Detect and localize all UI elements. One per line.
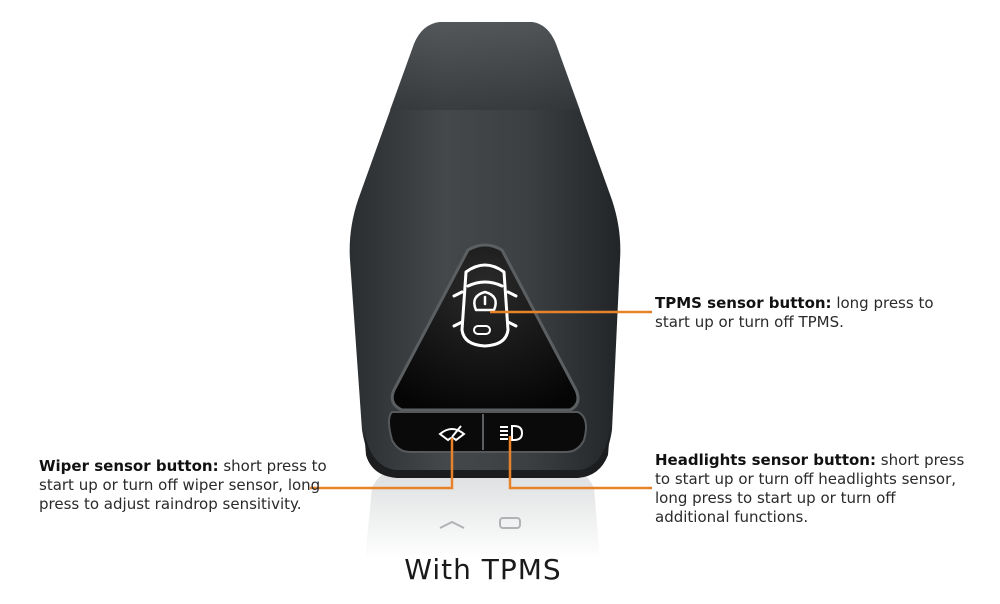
headlight-button[interactable] bbox=[500, 425, 524, 441]
tpms-button[interactable] bbox=[452, 263, 518, 348]
wiper-label-description: short press to start up or turn off wipe… bbox=[39, 457, 327, 513]
wiper-button[interactable] bbox=[438, 425, 466, 442]
wiper-callout-label: Wiper sensor button: short press to star… bbox=[39, 457, 329, 514]
wiper-label-title: Wiper sensor button: bbox=[39, 457, 219, 475]
tpms-label-description: long press to start up or turn off TPMS. bbox=[655, 294, 934, 331]
headlights-callout-label: Headlights sensor button: short press to… bbox=[655, 451, 965, 527]
wiper-icon bbox=[438, 425, 466, 442]
tpms-label-title: TPMS sensor button: bbox=[655, 294, 832, 312]
button-panel bbox=[390, 243, 580, 412]
headlight-icon bbox=[500, 425, 524, 441]
callout-lines bbox=[310, 310, 652, 490]
headlights-label-description: short press to start up or turn off head… bbox=[655, 451, 965, 526]
headlights-label-title: Headlights sensor button: bbox=[655, 451, 876, 469]
tpms-callout-label: TPMS sensor button: long press to start … bbox=[655, 294, 955, 332]
device-reflection bbox=[365, 468, 600, 560]
car-tpms-icon bbox=[452, 263, 518, 348]
caption: With TPMS bbox=[404, 553, 562, 586]
